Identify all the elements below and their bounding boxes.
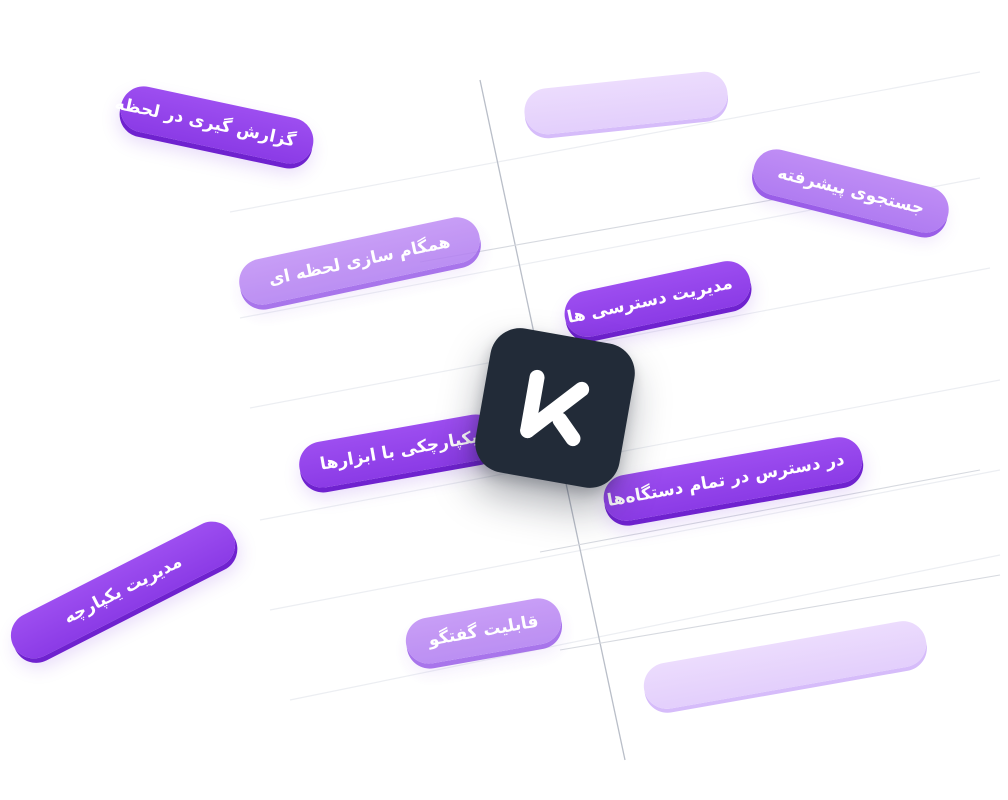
feature-pill-label: قابلیت گفتگو xyxy=(426,611,541,651)
app-logo xyxy=(470,323,640,493)
k-logo-icon xyxy=(520,369,590,447)
